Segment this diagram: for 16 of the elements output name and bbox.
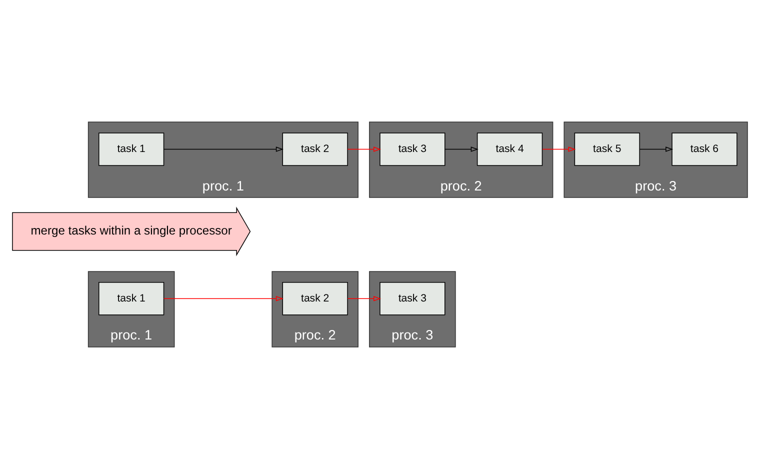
- node-box: task 1: [98, 132, 164, 166]
- node-box: task 3: [380, 132, 446, 166]
- arrow: [163, 146, 284, 152]
- node-box: task 1: [98, 282, 164, 316]
- arrow: [639, 146, 674, 152]
- node-box: task 5: [574, 132, 640, 166]
- node-box: task 6: [672, 132, 738, 166]
- arrow: [542, 146, 576, 152]
- node-box: task 3: [380, 282, 446, 316]
- arrow: [347, 146, 382, 152]
- arrow: [444, 146, 478, 152]
- arrow: [163, 296, 284, 302]
- node-box: task 2: [282, 132, 348, 166]
- node-box: task 2: [282, 282, 348, 316]
- node-box: task 4: [476, 132, 543, 166]
- arrow: [347, 296, 382, 302]
